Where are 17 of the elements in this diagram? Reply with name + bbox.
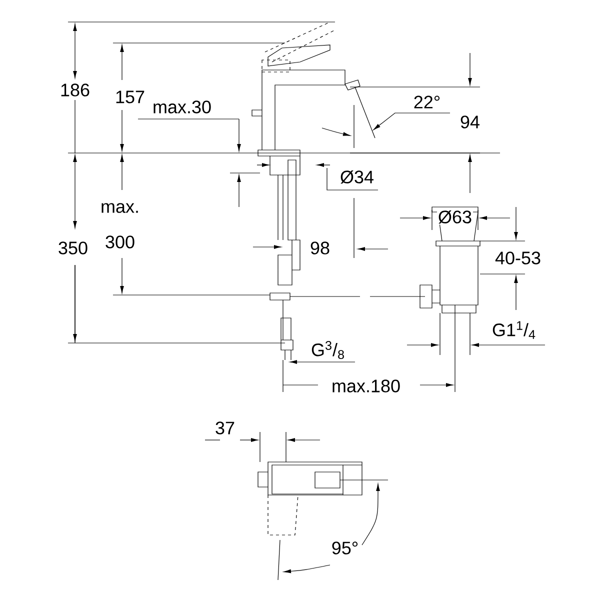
dimension-label: 300 bbox=[104, 234, 136, 250]
dimension-label: 186 bbox=[58, 82, 92, 98]
dimension-label: G1$^{1}$/$_{4}$ bbox=[491, 320, 538, 340]
dimension-label: 95° bbox=[330, 540, 360, 556]
dimension-label: max.180 bbox=[330, 378, 402, 394]
dimension-label: 350 bbox=[56, 240, 90, 256]
dimension-label: 22° bbox=[412, 94, 442, 110]
dimension-label: G$^{3}$/$_{8}$ bbox=[310, 340, 346, 360]
dimension-label: 98 bbox=[309, 240, 332, 256]
dimension-label: 94 bbox=[459, 114, 482, 130]
dimension-label: 40-53 bbox=[494, 250, 542, 266]
dimension-label: max.30 bbox=[151, 100, 213, 114]
dimension-label: 37 bbox=[214, 420, 236, 436]
dimension-label: Ø63 bbox=[437, 209, 474, 225]
dimension-label: Ø34 bbox=[339, 169, 376, 185]
dimension-label: 157 bbox=[114, 90, 146, 104]
dimension-label: max. bbox=[100, 202, 140, 214]
